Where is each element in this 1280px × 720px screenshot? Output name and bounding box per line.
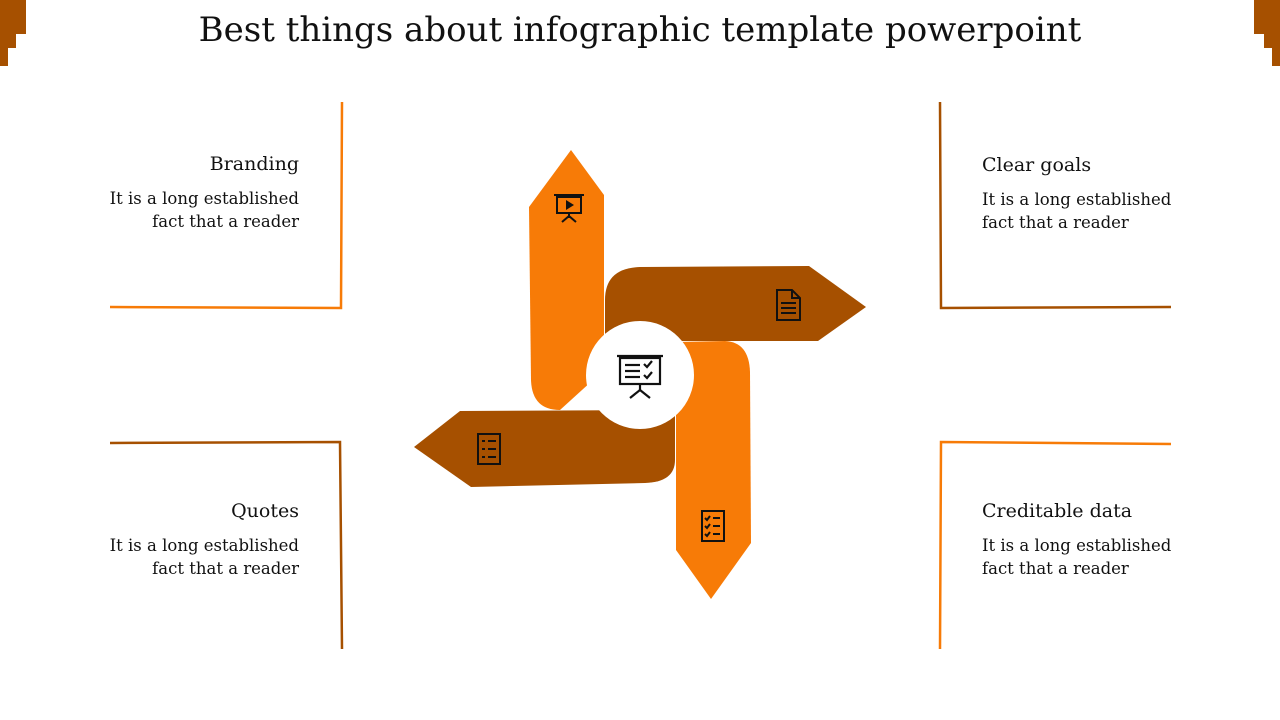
arrow-up: [529, 150, 604, 410]
item-body-line: fact that a reader: [152, 559, 299, 578]
item-body: It is a long established fact that a rea…: [59, 187, 299, 233]
item-branding: Branding It is a long established fact t…: [59, 151, 299, 233]
item-quotes: Quotes It is a long established fact tha…: [59, 498, 299, 580]
arrow-left: [414, 410, 675, 487]
item-heading: Creditable data: [982, 500, 1133, 522]
item-heading: Quotes: [231, 500, 299, 522]
item-body: It is a long established fact that a rea…: [982, 188, 1222, 234]
frame-line-top-left: [109, 101, 344, 310]
document-icon: [776, 289, 801, 321]
frame-line-bottom-left: [109, 440, 344, 650]
item-body-line: It is a long established: [109, 536, 299, 555]
item-body: It is a long established fact that a rea…: [59, 534, 299, 580]
frame-line-bottom-right: [938, 440, 1172, 650]
item-body-line: It is a long established: [109, 189, 299, 208]
center-circle: [586, 321, 694, 429]
corner-decoration-left: [0, 0, 26, 66]
item-heading: Clear goals: [982, 154, 1092, 176]
item-body-line: fact that a reader: [982, 213, 1129, 232]
item-creditable-data: Creditable data It is a long established…: [982, 498, 1222, 580]
item-body-line: fact that a reader: [152, 212, 299, 231]
item-body-line: It is a long established: [982, 536, 1172, 555]
corner-decoration-right: [1254, 0, 1280, 66]
frame-line-top-right: [938, 101, 1172, 310]
item-clear-goals: Clear goals It is a long established fac…: [982, 152, 1222, 234]
page-title: Best things about infographic template p…: [198, 10, 1082, 50]
item-body: It is a long established fact that a rea…: [982, 534, 1222, 580]
presentation-play-icon: [554, 194, 584, 223]
item-body-line: fact that a reader: [982, 559, 1129, 578]
item-body-line: It is a long established: [982, 190, 1172, 209]
checklist-icon: [701, 510, 725, 542]
arrow-right: [605, 266, 866, 341]
arrow-down: [676, 341, 751, 599]
list-icon: [477, 433, 501, 465]
presentation-board-checklist-icon: [617, 354, 663, 399]
item-heading: Branding: [209, 153, 299, 175]
